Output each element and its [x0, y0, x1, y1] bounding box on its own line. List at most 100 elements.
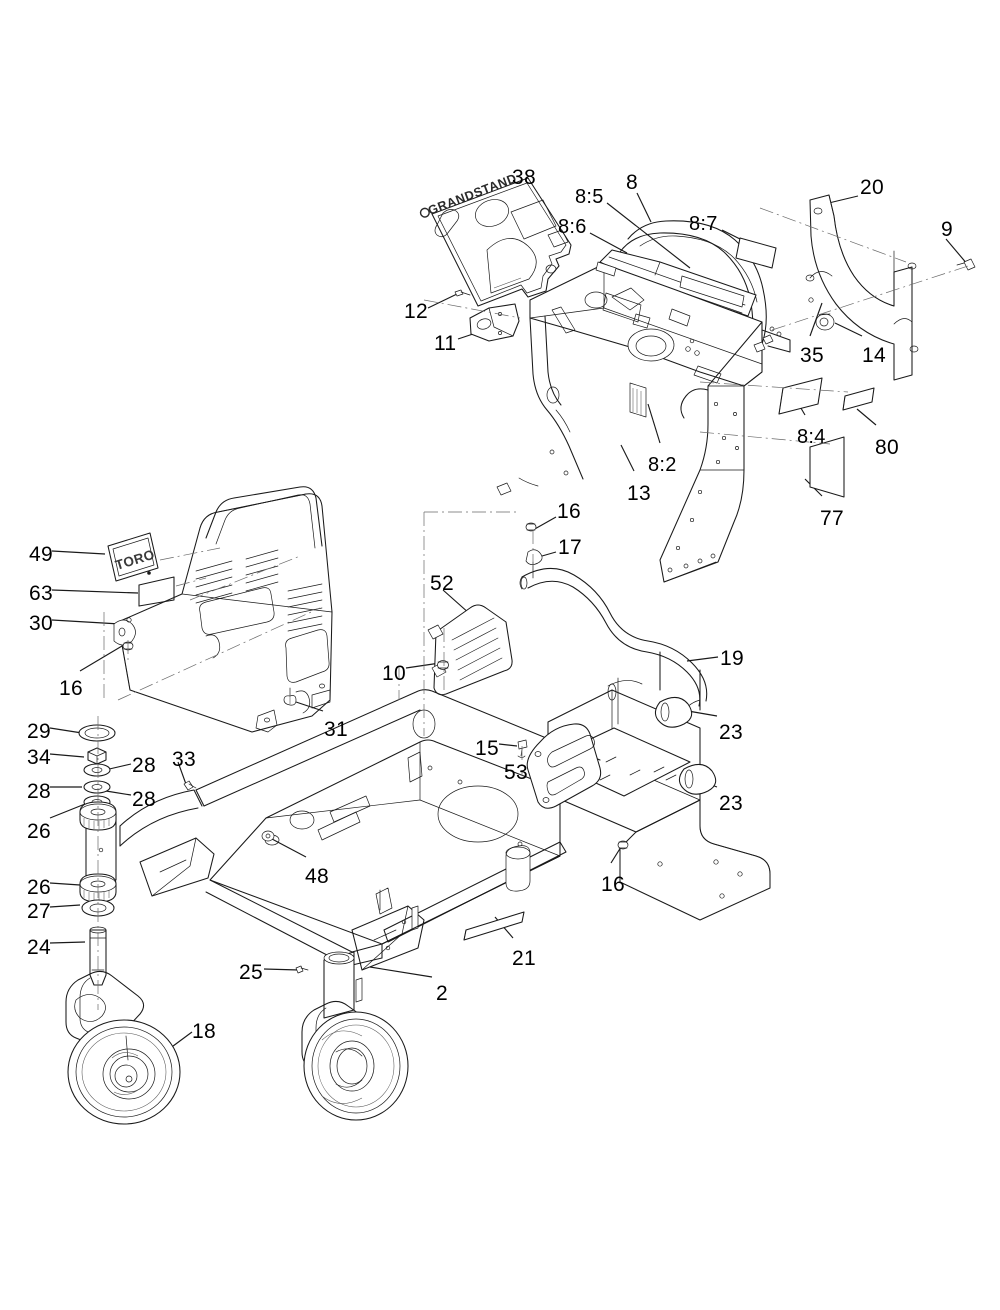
caster-bearing-stack: [78, 716, 117, 1010]
leader-line-35: [809, 302, 823, 337]
callout-11: 11: [434, 332, 457, 355]
part-20-bracket: [805, 194, 919, 381]
callout-8-6: 8:6: [558, 216, 587, 238]
leader-line-10: [405, 662, 441, 669]
leader-line-19: [686, 656, 719, 662]
part-21-decal: [463, 911, 525, 941]
callout-10: 10: [382, 662, 406, 685]
part-18-caster-left: [65, 970, 181, 1125]
callout-33: 33: [172, 748, 196, 771]
callout-63: 63: [29, 582, 53, 605]
leader-line-26: [49, 803, 86, 819]
callout-29: 29: [27, 720, 51, 743]
part-14-grommet: [815, 313, 835, 331]
part-10-bolt: [437, 660, 449, 670]
part-38-decal-panel: GRANDSTAND: [419, 171, 572, 307]
leader-line-27: [49, 904, 81, 908]
caster-right: [301, 1000, 409, 1121]
callout-31: 31: [324, 718, 348, 741]
leader-line-49: [51, 550, 106, 555]
callout-19: 19: [720, 647, 744, 670]
part-23-bumper-upper: [654, 696, 693, 728]
leader-line-8-6: [589, 232, 628, 254]
part-8-console-assembly: [496, 220, 791, 583]
callout-20: 20: [860, 176, 884, 199]
callout-14: 14: [862, 344, 886, 367]
leader-line-80: [856, 408, 877, 426]
callout-24: 24: [27, 936, 51, 959]
leader-line-30: [51, 619, 121, 625]
callout-9: 9: [941, 218, 953, 241]
callout-26: 26: [27, 876, 51, 899]
callout-8: 8: [626, 171, 638, 194]
callout-80: 80: [875, 436, 899, 459]
leader-line-31: [295, 701, 324, 712]
leader-line-16: [79, 645, 123, 672]
leader-line-2: [369, 966, 433, 978]
part-23-bumper-lower: [678, 763, 717, 795]
callout-23: 23: [719, 792, 743, 815]
leader-line-8: [636, 192, 652, 223]
part-48-pin: [261, 830, 275, 842]
part-33-bolt: [183, 780, 197, 791]
leader-line-23: [687, 710, 718, 717]
callout-49: 49: [29, 543, 53, 566]
callout-8-5: 8:5: [575, 186, 604, 208]
part-35-bolt: [808, 297, 814, 303]
leader-line-48: [271, 838, 307, 858]
part-63-decal: [138, 576, 175, 607]
callout-17: 17: [558, 536, 582, 559]
part-11-bracket: [469, 303, 520, 342]
callout-18: 18: [192, 1020, 216, 1043]
callout-25: 25: [239, 961, 263, 984]
callout-52: 52: [430, 572, 454, 595]
callout-15: 15: [475, 737, 499, 760]
callout-2: 2: [436, 982, 448, 1005]
leader-line-16: [610, 846, 622, 864]
part-49-toro-decal: TORO: [107, 532, 159, 582]
part-8-4-decal: [778, 377, 823, 415]
part-16-hose-nut: [525, 522, 537, 532]
leader-line-8-2: [647, 403, 661, 444]
callout-35: 35: [800, 344, 824, 367]
callout-48: 48: [305, 865, 329, 888]
part-25-bolt: [295, 965, 309, 974]
callout-8-4: 8:4: [797, 426, 826, 448]
callout-28: 28: [132, 754, 156, 777]
part-30-shield: [113, 486, 333, 733]
part-34-nut: [87, 747, 107, 765]
part-77-decal: [809, 436, 845, 498]
leader-line-26: [49, 882, 81, 886]
callout-16: 16: [557, 500, 581, 523]
leader-line-63: [51, 589, 139, 594]
callout-8-2: 8:2: [648, 454, 677, 476]
callout-34: 34: [27, 746, 51, 769]
part-19-hose: [519, 567, 708, 717]
callout-13: 13: [627, 482, 651, 505]
callout-53: 53: [504, 761, 528, 784]
callout-30: 30: [29, 612, 53, 635]
leader-line-9: [945, 238, 969, 266]
leader-line-14: [834, 322, 863, 337]
callout-28: 28: [132, 788, 156, 811]
callout-8-7: 8:7: [689, 213, 718, 235]
part-15-bolt: [517, 739, 528, 758]
part-53-bracket: [526, 723, 602, 809]
callout-16: 16: [601, 873, 625, 896]
part-80-decal: [842, 387, 875, 411]
callout-23: 23: [719, 721, 743, 744]
part-16-frame-nut: [617, 840, 629, 850]
leader-line-34: [49, 753, 85, 758]
leader-line-13: [620, 444, 635, 472]
decal-8-5: [679, 275, 745, 308]
callout-27: 27: [27, 900, 51, 923]
part-8-6-lip: [595, 261, 617, 277]
part-9-bolt: [956, 258, 976, 271]
decal-8-7: [735, 237, 777, 269]
leader-line-12: [427, 293, 458, 309]
callout-38: 38: [512, 166, 536, 189]
leader-line-28: [105, 790, 132, 796]
part-8-2-vent: [629, 382, 647, 418]
